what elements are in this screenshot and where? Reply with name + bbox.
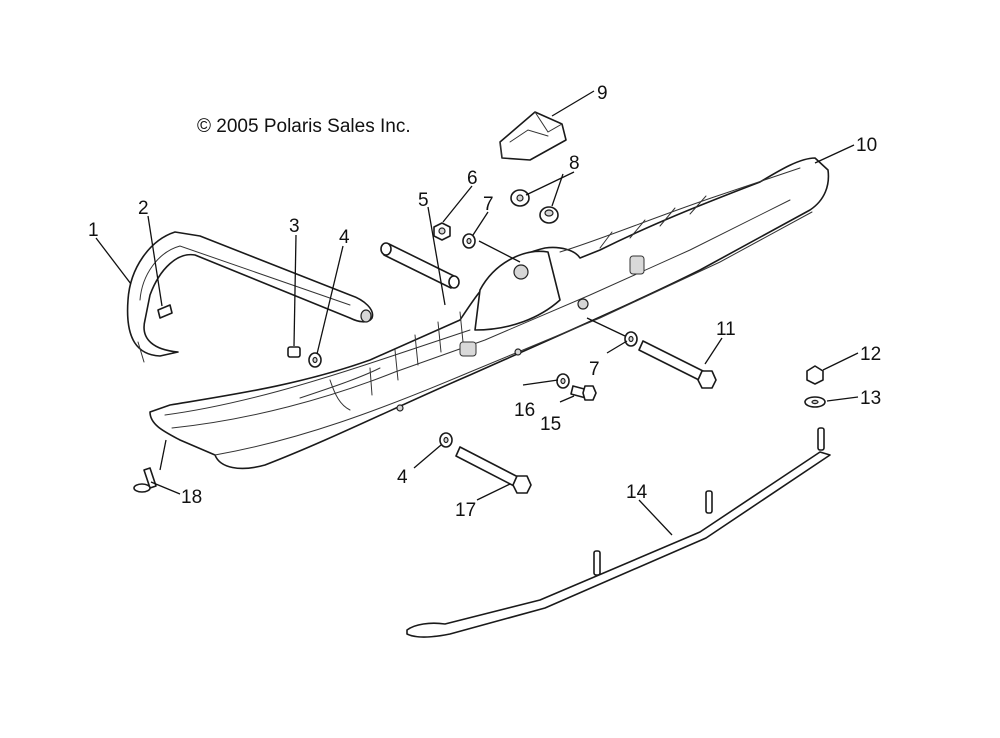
ski-loop	[126, 231, 374, 363]
callout-10: 10	[856, 135, 877, 156]
part-9-stop	[499, 111, 567, 161]
callout-11: 11	[716, 319, 736, 340]
part-17-bolt	[455, 446, 532, 494]
callout-6: 6	[467, 168, 478, 189]
callout-4a: 4	[339, 227, 350, 248]
part-11-bolt	[638, 340, 717, 389]
part-8-washers	[510, 189, 559, 224]
callout-15: 15	[540, 414, 561, 435]
part-18-rivet	[133, 467, 157, 493]
callout-13: 13	[860, 388, 881, 409]
callout-2: 2	[138, 198, 149, 219]
part-7-washers	[462, 233, 638, 347]
part-5-tube	[380, 242, 460, 289]
callout-7a: 7	[483, 194, 494, 215]
ski-body	[149, 157, 830, 470]
copyright-notice: © 2005 Polaris Sales Inc.	[197, 116, 411, 137]
part-3-nut	[287, 346, 301, 358]
callout-9: 9	[597, 83, 608, 104]
part-14-wear-bar	[406, 427, 831, 638]
callout-17: 17	[455, 500, 476, 521]
part-16-washer	[556, 373, 570, 389]
part-2-pin	[157, 304, 173, 319]
callout-3: 3	[289, 216, 300, 237]
callout-18: 18	[181, 487, 202, 508]
callouts: 1 2 3 4 5 6 7 8 9 10 11 7 12 13 14 15 16…	[88, 83, 881, 521]
part-12-nut	[806, 365, 824, 385]
callout-1: 1	[88, 220, 99, 241]
callout-7b: 7	[589, 359, 600, 380]
part-6-nut	[433, 222, 451, 241]
callout-14: 14	[626, 482, 648, 503]
part-4-washers	[308, 352, 453, 448]
part-15-bolt	[570, 385, 597, 401]
callout-5: 5	[418, 190, 429, 211]
leader-lines	[95, 90, 859, 536]
callout-12: 12	[860, 344, 881, 365]
callout-16: 16	[514, 400, 535, 421]
part-13-washer	[804, 396, 826, 408]
callout-4b: 4	[397, 467, 408, 488]
callout-8: 8	[569, 153, 580, 174]
